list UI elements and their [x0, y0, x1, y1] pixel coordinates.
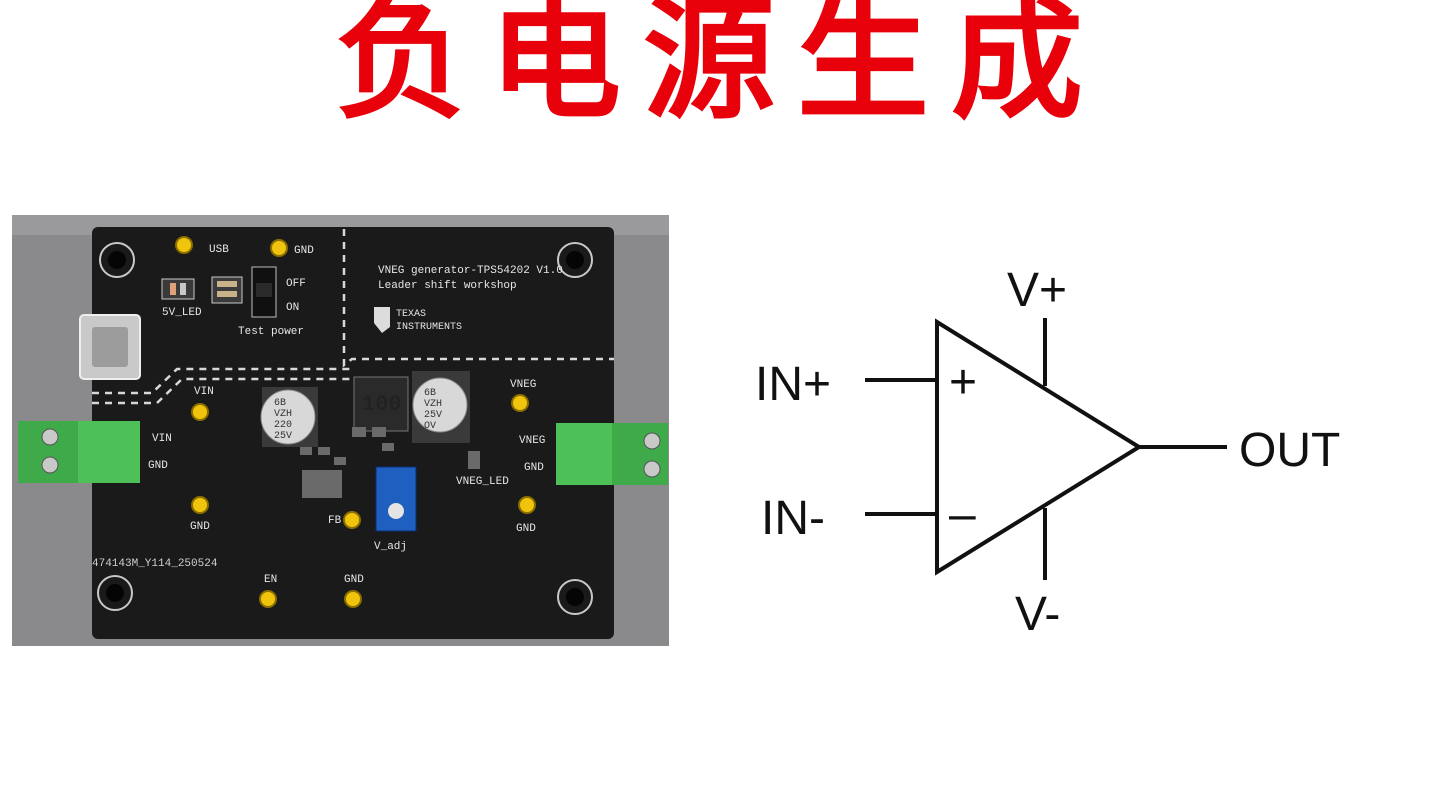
label-in-plus: IN+: [755, 358, 831, 411]
label-gnd-bottom: GND: [344, 574, 364, 586]
inductor: [353, 376, 409, 432]
smd-components: [300, 427, 480, 498]
label-v-minus: V-: [1015, 588, 1060, 641]
led-cluster: [161, 276, 243, 304]
test-points: [175, 236, 536, 608]
label-gnd-terminal-left: GND: [148, 460, 168, 472]
label-test-power: Test power: [238, 326, 304, 338]
label-gnd-top: GND: [294, 245, 314, 257]
label-vneg-led: VNEG_LED: [456, 476, 509, 488]
page-title: 负电源生成: [335, 0, 1105, 138]
label-off: OFF: [286, 278, 306, 290]
ti-logo-icon: [374, 307, 390, 333]
cap-left-line-2: VZH: [274, 409, 292, 420]
label-out: OUT: [1239, 424, 1340, 477]
terminal-block-left: [18, 421, 140, 483]
cap-left-line-4: 25V: [274, 431, 292, 442]
board-subtitle: Leader shift workshop: [378, 280, 517, 292]
opamp-triangle: [935, 318, 1143, 576]
label-v-plus: V+: [1007, 264, 1067, 317]
pcb-photo: VNEG generator-TPS54202 V1.0 Leader shif…: [12, 215, 669, 646]
cap-right-line-2: VZH: [424, 399, 442, 410]
cap-left-line-1: 6B: [274, 398, 286, 409]
label-vneg: VNEG: [510, 379, 536, 391]
label-vin-terminal: VIN: [152, 433, 172, 445]
opamp-diagram: V+ V- IN+ IN- OUT + –: [755, 264, 1340, 641]
brand-bottom: INSTRUMENTS: [396, 322, 462, 333]
label-5v-led: 5V_LED: [162, 307, 202, 319]
cap-right-line-4: OV: [424, 421, 436, 432]
brand-top: TEXAS: [396, 309, 426, 320]
serial-number: 474143M_Y114_250524: [92, 558, 218, 570]
label-en: EN: [264, 574, 277, 586]
label-gnd-terminal-right: GND: [524, 462, 544, 474]
label-usb: USB: [209, 244, 229, 256]
capacitor-left: [260, 387, 318, 447]
plus-sign: +: [949, 356, 977, 409]
trimmer-pot: [375, 466, 417, 532]
cap-right-line-3: 25V: [424, 410, 442, 421]
label-gnd-left: GND: [190, 521, 210, 533]
label-in-minus: IN-: [761, 492, 825, 545]
label-on: ON: [286, 302, 299, 314]
minus-sign: –: [949, 488, 976, 541]
label-fb: FB: [328, 515, 342, 527]
label-v-adj: V_adj: [374, 541, 407, 553]
usb-c-connector: [79, 314, 141, 380]
mounting-holes: [97, 242, 593, 615]
inductor-marking: 100: [362, 392, 402, 417]
capacitor-right: [412, 371, 470, 443]
label-vneg-terminal: VNEG: [519, 435, 545, 447]
cap-left-line-3: 220: [274, 420, 292, 431]
cap-right-line-1: 6B: [424, 388, 436, 399]
label-gnd-right: GND: [516, 523, 536, 535]
terminal-block-right: [556, 423, 668, 485]
label-vin: VIN: [194, 386, 214, 398]
board-name: VNEG generator-TPS54202 V1.0: [378, 265, 563, 277]
